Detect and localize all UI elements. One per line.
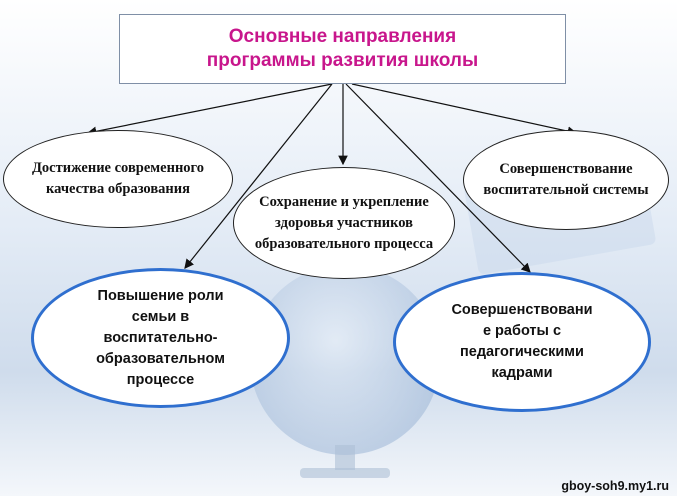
node-health-label: Сохранение и укрепление здоровья участни… (254, 193, 434, 252)
node-staff-label: Совершенствовани е работы с педагогическ… (451, 302, 593, 381)
arrow-to-upbringing (351, 83, 578, 136)
arrow-to-quality (86, 83, 333, 137)
globe-illustration (250, 265, 440, 455)
node-upbringing: Совершенствование воспитательной системы (463, 130, 669, 230)
site-watermark: gboy-soh9.my1.ru (561, 479, 669, 493)
title-box: Основные направления программы развития … (119, 14, 566, 84)
arrow-to-family (184, 83, 333, 269)
node-family-label: Повышение роли семьи в воспитательно- об… (96, 287, 225, 388)
node-quality: Достижение современного качества образов… (3, 130, 233, 228)
node-upbringing-label: Совершенствование воспитательной системы (483, 161, 649, 198)
node-family: Повышение роли семьи в воспитательно- об… (31, 268, 290, 408)
arrow-to-staff (345, 83, 531, 273)
node-health: Сохранение и укрепление здоровья участни… (233, 167, 455, 279)
node-staff: Совершенствовани е работы с педагогическ… (393, 272, 651, 412)
diagram-title: Основные направления программы развития … (206, 26, 479, 71)
node-quality-label: Достижение современного качества образов… (31, 160, 205, 197)
